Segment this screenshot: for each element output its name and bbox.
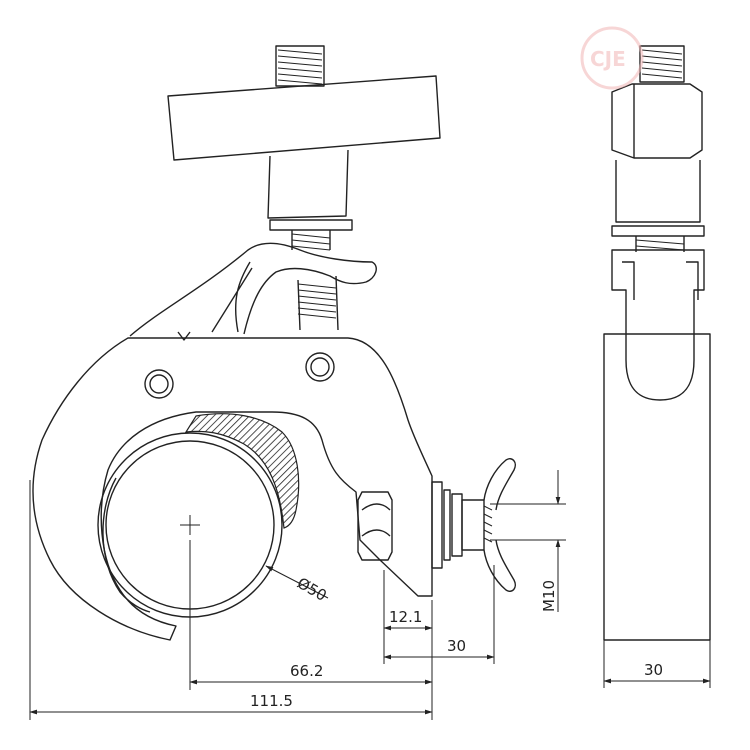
clamp-body [32, 337, 433, 641]
side-body [603, 333, 711, 641]
label-bolt-size: M10 [540, 580, 558, 612]
top-threaded-stud [275, 45, 325, 87]
cje-logo: CJE [580, 26, 644, 90]
lever-arm [129, 242, 377, 341]
hex-nut [357, 491, 393, 561]
side-view [603, 45, 711, 641]
main-threaded-shaft [291, 230, 339, 331]
label-overall-length: 111.5 [250, 692, 293, 710]
hook-inner-edge [102, 477, 151, 613]
side-handle-shaft [615, 160, 701, 223]
dimension-lines [29, 470, 711, 720]
tube-center-mark [180, 515, 200, 535]
wing-nut-assembly [431, 458, 516, 592]
dim-diameter-leader [265, 565, 329, 599]
clamp-jaw-hatched [184, 413, 300, 529]
label-side-width: 30 [644, 661, 663, 679]
logo-text: CJE [590, 47, 626, 71]
label-tube-diameter: Ø50 [294, 574, 330, 605]
label-center-to-back: 66.2 [290, 662, 323, 680]
side-washer [611, 225, 705, 237]
t-handle [167, 75, 441, 219]
mounting-hole-left [144, 369, 174, 399]
side-handle-hub [611, 83, 703, 159]
side-threaded-stud [639, 45, 685, 83]
dimension-labels: 111.5 66.2 30 12.1 M10 Ø50 30 [250, 574, 663, 710]
washer [269, 219, 353, 231]
front-view [32, 45, 516, 641]
label-nut-width: 12.1 [389, 608, 422, 626]
label-wing-offset: 30 [447, 637, 466, 655]
mounting-hole-right [305, 352, 335, 382]
side-lever-top [611, 249, 705, 401]
